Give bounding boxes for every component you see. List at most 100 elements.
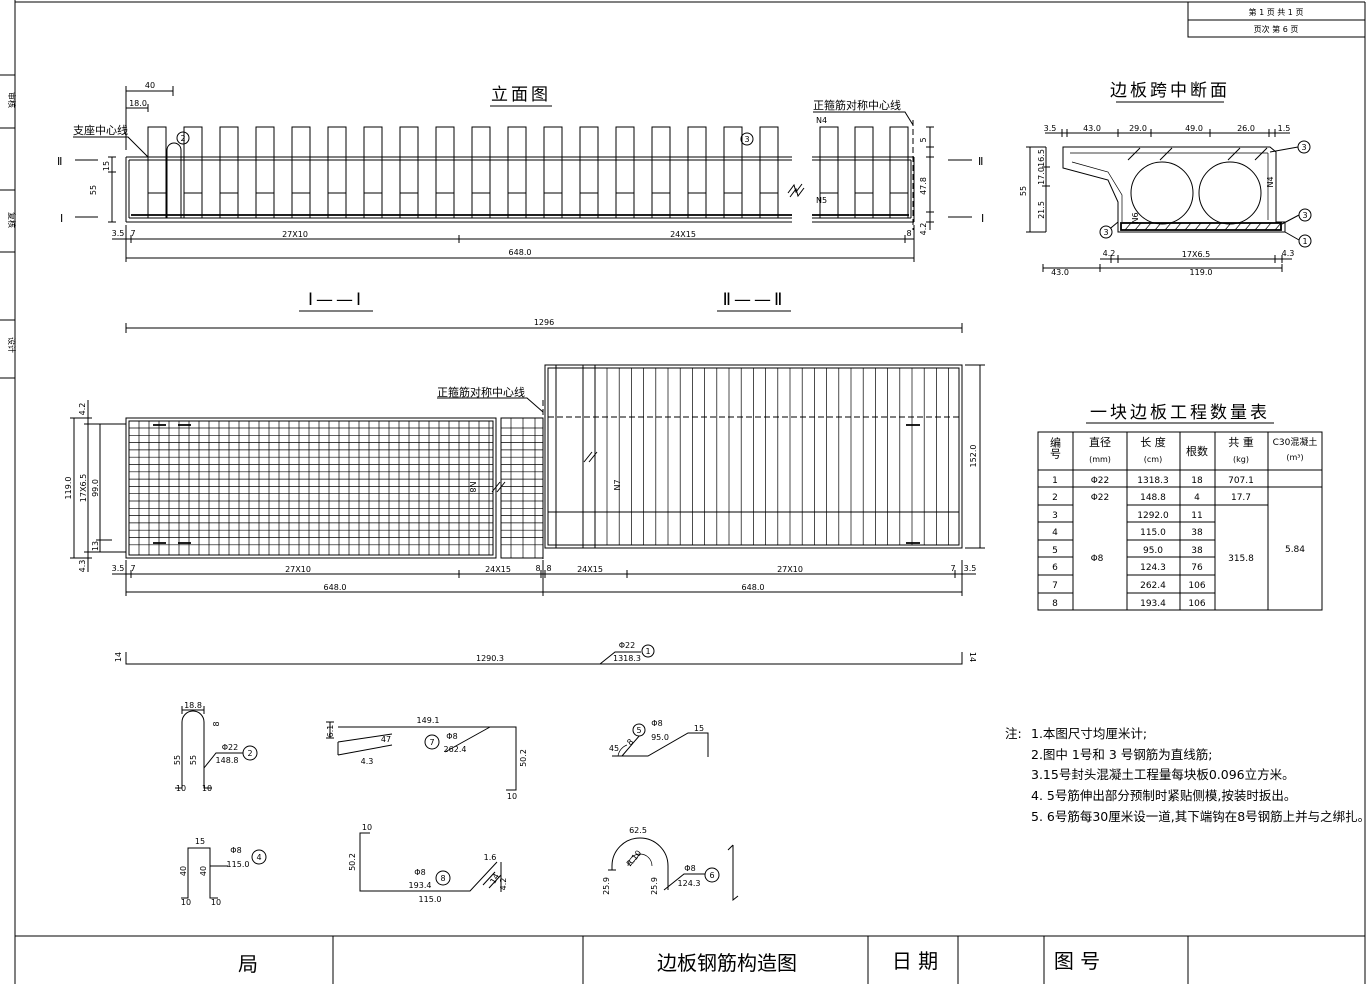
bar5-mark: 5: [636, 726, 641, 735]
bar8-top: 10: [362, 823, 372, 832]
stirrup-8: [399, 126, 419, 218]
bar7-diameter: Φ8: [446, 732, 457, 741]
margin-strip: 审核 复核 设计: [7, 92, 17, 353]
th-dia: 直径: [1089, 435, 1111, 449]
plan-dim-99: 99.0: [91, 479, 100, 497]
table-row-6-len: 124.3: [1140, 563, 1166, 573]
page-box: 第 1 页 共 1 页 页次 第 6 页: [1187, 2, 1365, 38]
bar-2-detail: 18.8 8 55 55 10 10 Φ22 148.8 2: [173, 701, 258, 793]
bar6-total: 124.3: [678, 879, 701, 888]
bar8-total: 193.4: [409, 881, 432, 890]
table-row-7-count: 106: [1188, 581, 1205, 591]
plan-break-right: [583, 451, 598, 463]
bar7-slope: 47: [381, 735, 391, 744]
bar5-diameter: Φ8: [651, 719, 662, 728]
bar2-top: 18.8: [184, 701, 202, 710]
table-row-6-no: 6: [1052, 563, 1058, 573]
table-row-8-no: 8: [1052, 599, 1058, 609]
dim-3-5: 3.5: [112, 229, 125, 238]
bar7-leg: 50.2: [519, 749, 528, 767]
td-merged-wt: 315.8: [1228, 554, 1254, 564]
dim-left-15: 15: [102, 161, 111, 171]
section-outline: [1062, 146, 1286, 233]
table-row-8-count: 106: [1188, 599, 1205, 609]
table-row-5-len: 95.0: [1143, 546, 1163, 556]
stirrup-7: [363, 126, 383, 218]
sec-dim-21-5: 21.5: [1037, 201, 1046, 219]
bar6-mark: 6: [709, 871, 714, 880]
plan-dim-4-3: 4.3: [78, 560, 87, 573]
stirrup-13: [579, 126, 599, 218]
stirrup-14: [615, 126, 635, 218]
note-5: 5. 6号筋每30厘米设一道,其下端钩在8号钢筋上并与之绑扎。: [1031, 809, 1367, 824]
table-title: 一块边板工程数量表: [1090, 403, 1270, 423]
stirrup-2: [183, 126, 203, 218]
mark-2-label: 2: [180, 134, 185, 143]
notes-label: 注:: [1005, 726, 1022, 741]
table-row-1-wt: 707.1: [1228, 476, 1254, 486]
stirrup-19: [819, 126, 839, 218]
section-mark-I-right: Ⅰ: [981, 212, 984, 225]
dim-right-4-2: 4.2: [919, 223, 928, 236]
n5-label: N5: [816, 196, 827, 205]
note-3: 3.15号封头混凝土工程量每块板0.096立方米。: [1031, 767, 1295, 782]
stirrup-18: [759, 126, 779, 218]
th-conc-unit: (m³): [1286, 453, 1303, 462]
bar6-top: 62.5: [629, 826, 647, 835]
n6-label: N6: [1131, 212, 1140, 223]
bar1-length: 1290.3: [476, 654, 504, 663]
bar6-leg-right: 25.9: [650, 877, 659, 895]
bar-8-detail: 10 50.2 Φ8 193.4 8 115.0 1.6 14 4.2: [348, 823, 508, 904]
bar1-end-left: 14: [114, 652, 123, 662]
th-dia-unit: (mm): [1089, 455, 1111, 464]
bar7-hook: 10: [507, 792, 517, 801]
dim-7: 7: [130, 229, 135, 238]
bar5-angle: 45: [609, 744, 619, 753]
bar4-leg-left: 40: [179, 866, 188, 876]
stirrup-16: [687, 126, 707, 218]
plan-bdim-648a: 648.0: [324, 583, 347, 592]
table-row-1-len: 1318.3: [1137, 476, 1169, 486]
title-block-drawing-title: 边板钢筋构造图: [657, 951, 797, 975]
void-left: [1130, 161, 1194, 225]
td-merged-conc: 5.84: [1285, 545, 1305, 555]
plan-left-outline: [125, 417, 497, 559]
n8-label: N8: [468, 481, 477, 492]
bar8-base: 115.0: [419, 895, 442, 904]
plan-bdim-27x10b: 27X10: [777, 565, 803, 574]
n4-label: N4: [816, 116, 827, 125]
bar2-leg-right: 55: [189, 755, 198, 765]
sec-dim-26: 26.0: [1237, 124, 1255, 133]
title-block-no-label: 图 号: [1054, 949, 1100, 973]
break-symbol: [787, 183, 805, 198]
stirrup-9: [435, 126, 455, 218]
plan-bdim-3-5a: 3.5: [112, 564, 125, 573]
stirrup-4: [255, 126, 275, 218]
table-row-2-no: 2: [1052, 493, 1058, 503]
bar2-diameter: Φ22: [222, 743, 238, 752]
plan-break-left: [491, 481, 506, 493]
th-no: 编号: [1049, 436, 1062, 460]
bar7-h: 6.1: [326, 725, 335, 738]
dim-right-5: 5: [919, 137, 928, 142]
bar1-total: 1318.3: [613, 654, 641, 663]
bar6-leg-left: 25.9: [602, 877, 611, 895]
stirrup-10: [471, 126, 491, 218]
sec-dim-17: 17.0: [1037, 167, 1046, 185]
bar7-low: 4.3: [361, 757, 374, 766]
table-row-6-count: 76: [1191, 563, 1203, 573]
title-block-date-label: 日 期: [892, 949, 938, 973]
table-row-3-count: 11: [1191, 511, 1202, 521]
bar2-r: 8: [212, 721, 221, 726]
plan-bdim-648b: 648.0: [742, 583, 765, 592]
bar2-mark: 2: [247, 749, 252, 758]
table-row-2-wt: 17.7: [1231, 493, 1251, 503]
bar8-c: 4.2: [499, 878, 508, 891]
stirrup-11: [507, 126, 527, 218]
stirrup-20: [854, 126, 874, 218]
plan-bdim-8b: 8: [546, 564, 551, 573]
table-row-3-no: 3: [1052, 511, 1058, 521]
bar4-top: 15: [195, 837, 205, 846]
mark-2-circle: [176, 131, 190, 145]
